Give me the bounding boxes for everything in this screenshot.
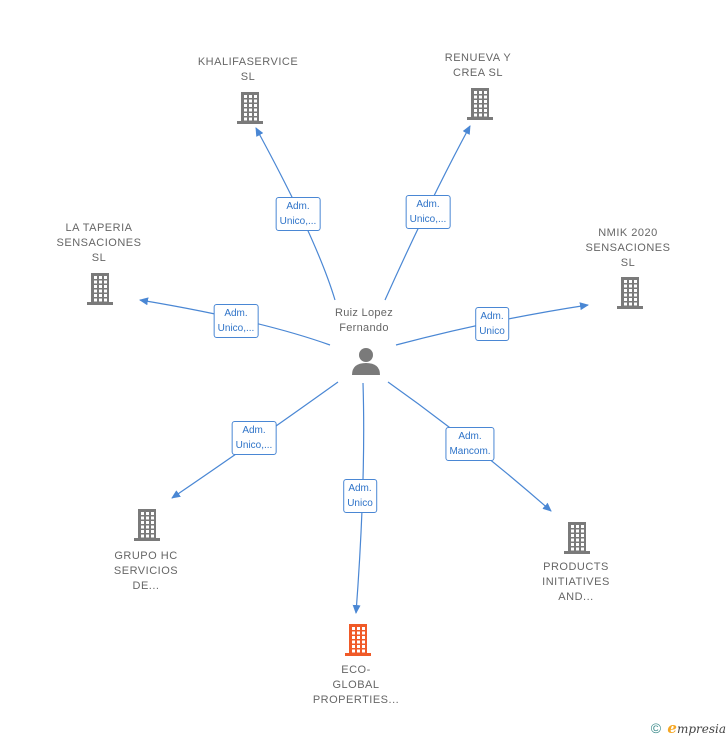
center-person-label[interactable]: Ruiz Lopez Fernando xyxy=(334,307,394,334)
company-label-grupohc[interactable]: GRUPO HC SERVICIOS DE... xyxy=(113,550,179,592)
icons-group xyxy=(87,88,643,656)
company-label-taperia[interactable]: LA TAPERIA SENSACIONES SL xyxy=(56,222,142,264)
role-label-nmik: Adm. Unico xyxy=(475,307,509,341)
role-label-taperia: Adm. Unico,... xyxy=(213,304,259,338)
building-icon xyxy=(237,92,263,124)
building-icon xyxy=(564,522,590,554)
company-label-nmik[interactable]: NMIK 2020 SENSACIONES SL xyxy=(585,227,671,269)
role-label-renueva: Adm. Unico,... xyxy=(405,195,451,229)
company-label-products[interactable]: PRODUCTS INITIATIVES AND... xyxy=(542,561,610,603)
company-label-renueva[interactable]: RENUEVA Y CREA SL xyxy=(444,52,512,79)
company-label-khalifaservice[interactable]: KHALIFASERVICE SL xyxy=(197,56,299,83)
role-label-products: Adm. Mancom. xyxy=(445,427,495,461)
building-icon xyxy=(87,273,113,305)
role-label-khalifaservice: Adm. Unico,... xyxy=(275,197,321,231)
building-icon xyxy=(134,509,160,541)
building-icon xyxy=(617,277,643,309)
role-label-ecoglobal: Adm. Unico xyxy=(343,479,377,513)
role-label-grupohc: Adm. Unico,... xyxy=(231,421,277,455)
company-label-ecoglobal[interactable]: ECO- GLOBAL PROPERTIES... xyxy=(312,664,400,706)
building-icon xyxy=(345,624,371,656)
building-icon xyxy=(467,88,493,120)
copyright-icon: © xyxy=(650,720,662,736)
person-icon xyxy=(352,348,380,375)
brand-logo: empresia xyxy=(667,719,726,737)
footer-brand: © empresia xyxy=(651,719,726,737)
